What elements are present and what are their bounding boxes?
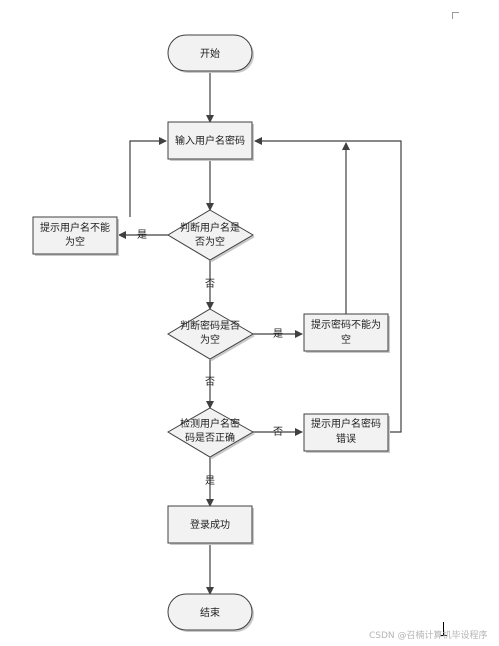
edge-label-pwd-empty-yes: 是 (273, 328, 283, 340)
node-hint-error-label-1: 提示用户名密码 (311, 417, 381, 430)
node-hint-pwd: 提示密码不能为 空 (303, 313, 390, 353)
node-start: 开始 (167, 34, 254, 73)
edge-label-pwd-empty-no: 否 (205, 376, 215, 388)
node-success: 登录成功 (167, 505, 254, 545)
node-check-user: 判断用户名是 否为空 (167, 209, 255, 262)
node-verify-label-1: 检测用户名密 (180, 417, 240, 430)
node-start-label: 开始 (200, 47, 220, 60)
text-cursor-icon (440, 622, 447, 636)
node-hint-error-label-2: 错误 (336, 432, 356, 445)
node-end: 结束 (167, 593, 254, 632)
node-verify-label-2: 码是否正确 (185, 431, 235, 444)
node-check-pwd-label-2: 为空 (200, 333, 220, 346)
node-check-user-label-1: 判断用户名是 (180, 221, 240, 234)
node-check-pwd-label-1: 判断密码是否 (180, 319, 240, 332)
edge-label-user-empty-no: 否 (205, 278, 215, 290)
edge-hint-user-back-to-input (129, 137, 167, 217)
node-success-label: 登录成功 (190, 518, 230, 531)
node-check-user-label-2: 否为空 (195, 235, 225, 248)
edge-hint-error-back-to-input (254, 137, 402, 433)
node-hint-user-label-1: 提示用户名不能 (40, 221, 110, 234)
node-verify: 检测用户名密 码是否正确 (167, 407, 255, 459)
node-hint-user: 提示用户名不能 为空 (32, 216, 119, 256)
node-hint-user-label-2: 为空 (65, 235, 85, 248)
edge-label-user-empty-yes: 是 (137, 229, 147, 241)
node-input: 输入用户名密码 (167, 121, 254, 161)
node-input-label: 输入用户名密码 (175, 134, 245, 147)
page-corner-mark (452, 12, 459, 19)
node-hint-error: 提示用户名密码 错误 (303, 413, 390, 453)
node-end-label: 结束 (200, 606, 220, 619)
node-hint-pwd-label-2: 空 (341, 333, 351, 346)
watermark: CSDN @召楠计算机毕设程序 (369, 631, 488, 641)
node-hint-pwd-label-1: 提示密码不能为 (311, 318, 381, 331)
edge-label-verify-no: 否 (273, 426, 283, 438)
node-check-pwd: 判断密码是否 为空 (167, 308, 255, 361)
edge-label-verify-yes: 是 (205, 475, 215, 487)
